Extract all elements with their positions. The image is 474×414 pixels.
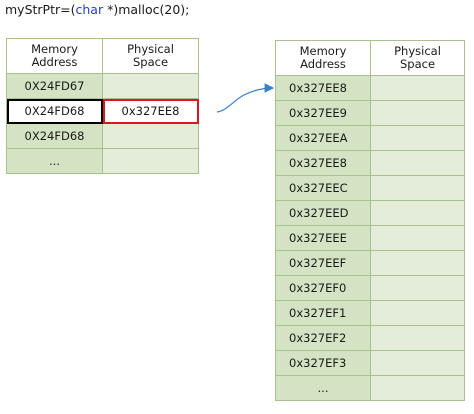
physical-space-cell <box>370 250 465 276</box>
memory-address-cell: 0x327EF1 <box>275 300 371 326</box>
memory-row: 0x327EF2 <box>275 325 465 351</box>
code-suffix: *)malloc(20); <box>103 2 190 17</box>
memory-row: 0x327EEF <box>275 250 465 276</box>
memory-address-cell: ... <box>275 375 371 401</box>
memory-address-cell: 0x327EE8 <box>275 150 371 176</box>
header-physical-space: Physical Space <box>370 40 465 76</box>
memory-row: 0x327EEA <box>275 125 465 151</box>
memory-row: 0x327EF3 <box>275 350 465 376</box>
memory-address-cell: 0x327EF3 <box>275 350 371 376</box>
physical-space-cell <box>370 350 465 376</box>
physical-space-cell <box>370 125 465 151</box>
memory-row: 0x327EF0 <box>275 275 465 301</box>
malloc-code-line: myStrPtr=(char *)malloc(20); <box>5 2 189 17</box>
pointer-value-cell: 0x327EE8 <box>102 98 199 124</box>
memory-address-cell: 0x327EEA <box>275 125 371 151</box>
header-memory-address: Memory Address <box>275 40 371 76</box>
physical-space-cell <box>102 148 199 174</box>
physical-space-cell <box>102 123 199 149</box>
code-prefix: myStrPtr=( <box>5 2 76 17</box>
memory-address-cell: 0x327EED <box>275 200 371 226</box>
pointer-arrow-line <box>216 83 275 113</box>
memory-row: 0x327EE9 <box>275 100 465 126</box>
memory-address-cell: ... <box>6 148 103 174</box>
memory-address-cell: 0x327EF0 <box>275 275 371 301</box>
header-physical-space: Physical Space <box>102 38 199 74</box>
memory-address-cell: 0x327EF2 <box>275 325 371 351</box>
memory-row: 0x327EE8 <box>275 75 465 101</box>
memory-row: 0x327EED <box>275 200 465 226</box>
physical-space-cell <box>370 375 465 401</box>
memory-row: 0x327EE8 <box>275 150 465 176</box>
memory-row: 0x327EF1 <box>275 300 465 326</box>
code-keyword: char <box>75 2 104 17</box>
memory-row: ... <box>275 375 465 401</box>
physical-space-cell <box>370 75 465 101</box>
memory-row: 0X24FD68 <box>6 123 199 149</box>
memory-address-cell: 0x327EEE <box>275 225 371 251</box>
memory-address-cell: 0x327EE8 <box>275 75 371 101</box>
physical-space-cell <box>370 150 465 176</box>
physical-space-cell <box>370 300 465 326</box>
physical-space-cell <box>370 100 465 126</box>
memory-address-cell: 0X24FD68 <box>6 123 103 149</box>
physical-space-cell <box>370 275 465 301</box>
memory-address-cell: 0x327EE9 <box>275 100 371 126</box>
pointer-variable-address-cell: 0X24FD68 <box>6 98 103 124</box>
memory-row: ... <box>6 148 199 174</box>
physical-space-cell <box>370 175 465 201</box>
memory-address-cell: 0x327EEF <box>275 250 371 276</box>
physical-space-cell <box>370 325 465 351</box>
header-memory-address: Memory Address <box>6 38 103 74</box>
physical-space-cell <box>370 225 465 251</box>
memory-address-cell: 0x327EEC <box>275 175 371 201</box>
memory-row: 0x327EEC <box>275 175 465 201</box>
physical-space-cell <box>102 73 199 99</box>
physical-space-cell <box>370 200 465 226</box>
memory-row: 0x327EEE <box>275 225 465 251</box>
